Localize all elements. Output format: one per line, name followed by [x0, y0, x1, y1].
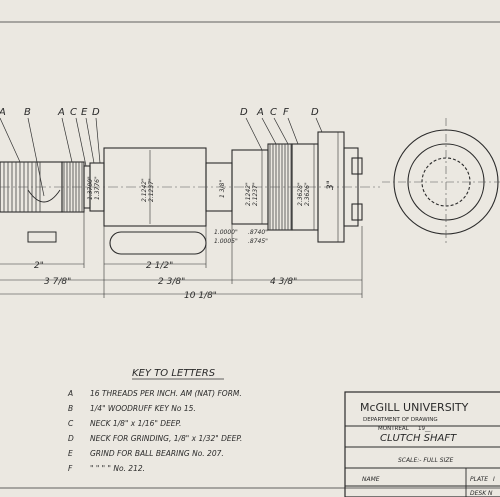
key-letter-a: A	[67, 389, 73, 398]
title-block: McGILL UNIVERSITY DEPARTMENT OF DRAWING …	[344, 391, 500, 497]
woodruff-key	[27, 231, 57, 243]
dim-l3: 3 7/8"	[44, 277, 71, 287]
dim-d2: 2.1242"	[141, 178, 148, 202]
key-to-letters: KEY TO LETTERS A 16 THREADS PER INCH. AM…	[67, 368, 242, 473]
dim-d10: 1.0005"	[214, 238, 238, 245]
scale-label: SCALE:- FULL SIZE	[398, 457, 453, 464]
vertical-dim-lines	[149, 132, 339, 242]
end-notch	[351, 157, 363, 175]
dim-d3: 1 3/8"	[219, 180, 226, 198]
desk-label: DESK N	[470, 490, 493, 497]
callout-leaders-right	[245, 117, 323, 151]
city-name: MONTREAL	[378, 426, 410, 432]
drawing-title: CLUTCH SHAFT	[380, 433, 457, 444]
horizontal-dim-lines	[0, 212, 363, 298]
dim-d1b: 1.3776"	[94, 176, 101, 200]
callout-c: C	[70, 107, 77, 118]
key-letter-f: F	[68, 464, 73, 473]
key-text-c: NECK 1/8" x 1/16" DEEP.	[90, 419, 181, 428]
callout-e: E	[81, 107, 88, 118]
vertical-dims: 1.3780" 1.3776" 2.1242" 2.1237" 1 3/8" 2…	[87, 176, 336, 206]
dim-d8: 3"	[326, 180, 336, 190]
callout-c2: C	[270, 107, 277, 118]
dim-l5: 4 3/8"	[270, 277, 297, 287]
end-view	[382, 118, 500, 246]
dim-l2: 2 1/2"	[146, 261, 173, 271]
key-letter-c: C	[68, 419, 74, 428]
department-name: DEPARTMENT OF DRAWING	[363, 417, 438, 423]
dim-d7: 2.3626"	[304, 182, 311, 206]
key-text-d: NECK FOR GRINDING, 1/8" x 1/32" DEEP.	[90, 434, 242, 443]
horizontal-dims: 2" 2 1/2" 3 7/8" 2 3/8" 4 3/8" 10 1/8"	[34, 261, 297, 301]
dim-d2b: 2.1237"	[148, 178, 155, 202]
key-text-f: " " " " No. 212.	[90, 464, 145, 473]
dim-8745: .8745"	[248, 238, 268, 245]
dim-l6: 10 1/8"	[184, 291, 217, 301]
key-rows: A 16 THREADS PER INCH. AM (NAT) FORM. B …	[67, 389, 242, 473]
dim-l4: 2 3/8"	[158, 277, 185, 287]
callout-a2: A	[57, 107, 65, 118]
name-label: NAME	[362, 476, 380, 483]
callout-letters: A B A C E D D A C F D	[0, 107, 319, 118]
plate-number: I	[493, 476, 495, 483]
keyway-slot	[109, 231, 207, 255]
date-field: 19__	[418, 426, 431, 432]
callout-a1: A	[0, 107, 6, 118]
shaft-body	[103, 147, 207, 227]
callout-d2: D	[240, 107, 248, 118]
callout-d3: D	[311, 107, 319, 118]
dim-d6: 2.3628"	[297, 182, 304, 206]
bearing-dims: 1.0000" 1.0005" .8740" .8745"	[214, 229, 268, 245]
callout-leaders-left	[0, 117, 101, 197]
key-letter-d: D	[68, 434, 74, 443]
key-text-e: GRIND FOR BALL BEARING No. 207.	[90, 449, 224, 458]
plate-label: PLATE	[470, 476, 488, 483]
callout-f: F	[283, 107, 289, 118]
end-notch-b	[351, 203, 363, 221]
key-letter-e: E	[68, 449, 73, 458]
dim-8740: .8740"	[248, 229, 268, 236]
key-title: KEY TO LETTERS	[132, 368, 216, 379]
dim-d4: 2.1242"	[245, 182, 252, 206]
callout-b: B	[24, 107, 31, 118]
university-name: McGILL UNIVERSITY	[360, 401, 469, 414]
dim-d9: 1.0000"	[214, 229, 238, 236]
woodruff-key-arc	[27, 189, 61, 203]
callout-a3: A	[256, 107, 264, 118]
dim-d1: 1.3780"	[87, 176, 94, 200]
key-text-a: 16 THREADS PER INCH. AM (NAT) FORM.	[90, 389, 242, 398]
dim-l1: 2"	[34, 261, 44, 271]
dim-d5: 2.1237"	[252, 182, 259, 206]
callout-d1: D	[92, 107, 100, 118]
key-text-b: 1/4" WOODRUFF KEY No 15.	[90, 404, 196, 413]
key-letter-b: B	[68, 404, 73, 413]
